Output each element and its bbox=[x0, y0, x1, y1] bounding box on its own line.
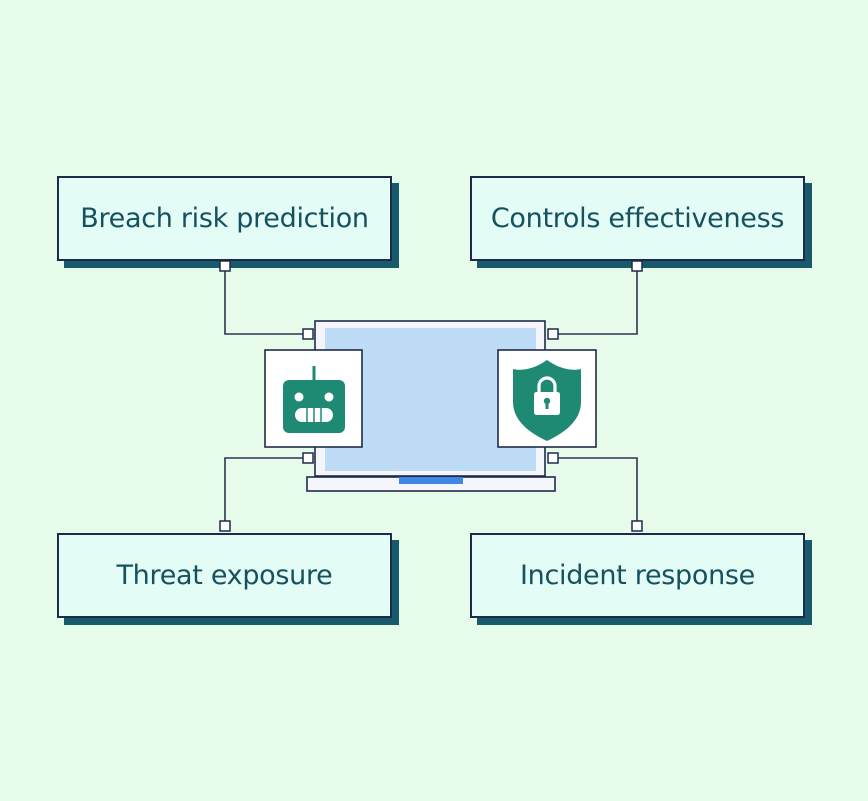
connector-square bbox=[219, 260, 231, 272]
connector-square bbox=[631, 520, 643, 532]
box-incident-response: Incident response bbox=[470, 533, 805, 618]
box-label: Breach risk prediction bbox=[80, 203, 369, 234]
box-threat-exposure: Threat exposure bbox=[57, 533, 392, 618]
shield-lock-icon bbox=[513, 360, 581, 441]
connector-square bbox=[302, 452, 314, 464]
connector-bottom-right bbox=[553, 457, 638, 526]
connector-top-left bbox=[224, 266, 307, 335]
connector-top-right bbox=[553, 266, 638, 335]
connector-square bbox=[631, 260, 643, 272]
connector-square bbox=[547, 328, 559, 340]
connector-square bbox=[219, 520, 231, 532]
box-label: Threat exposure bbox=[116, 560, 333, 591]
laptop-trackpad bbox=[399, 477, 463, 484]
connector-bottom-left bbox=[224, 457, 307, 526]
box-label: Incident response bbox=[520, 560, 755, 591]
box-label: Controls effectiveness bbox=[490, 203, 785, 234]
robot-icon bbox=[283, 366, 345, 433]
robot-card bbox=[264, 349, 363, 448]
connector-square bbox=[302, 328, 314, 340]
connector-square bbox=[547, 452, 559, 464]
box-controls-effectiveness: Controls effectiveness bbox=[470, 176, 805, 261]
shield-card bbox=[497, 349, 597, 448]
box-breach-risk-prediction: Breach risk prediction bbox=[57, 176, 392, 261]
